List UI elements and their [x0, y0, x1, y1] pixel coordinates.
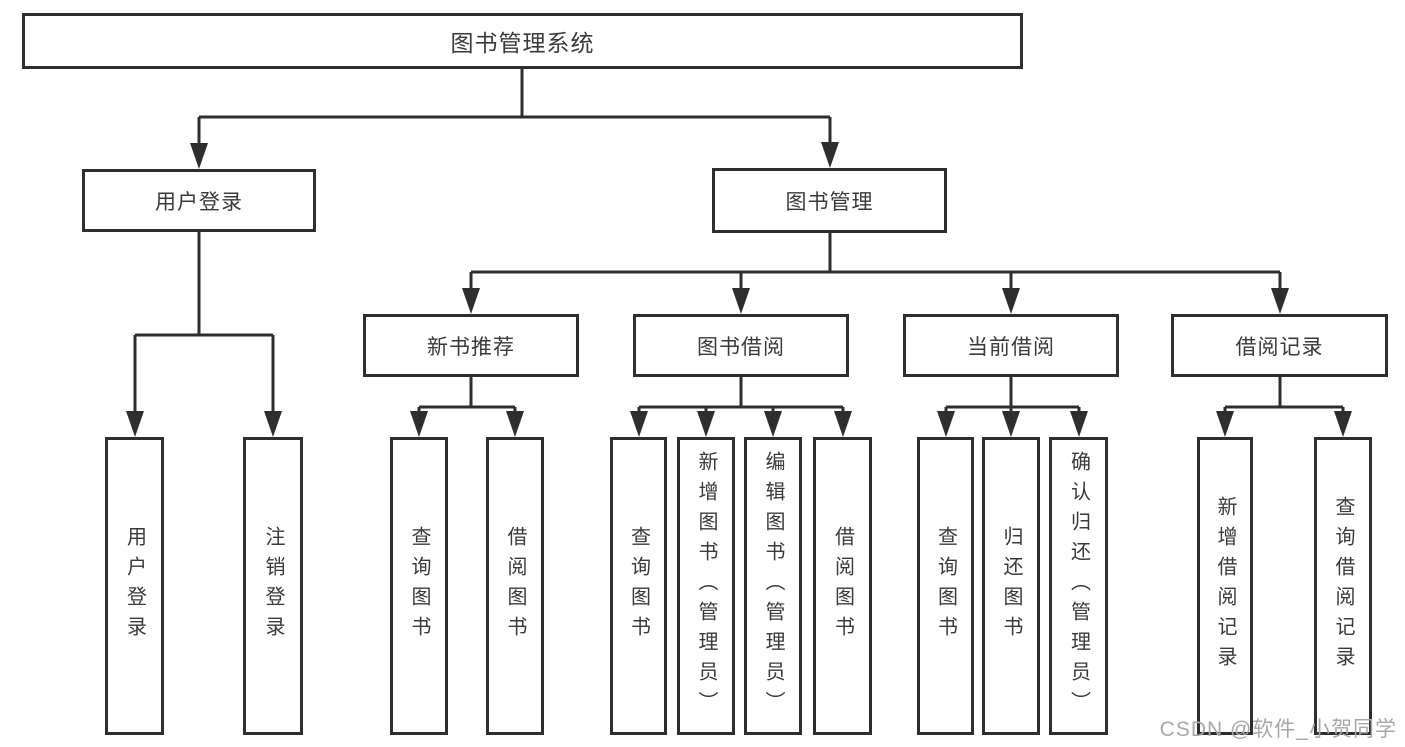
- node-new-book-recommend: 新书推荐: [363, 314, 579, 377]
- node-edit-book-admin: 编辑图书（管理员）: [744, 437, 802, 735]
- node-user-login-action-label: 用户登录: [123, 526, 146, 646]
- node-root-label: 图书管理系统: [450, 30, 595, 56]
- node-borrow-book: 借阅图书: [813, 437, 872, 735]
- node-user-login: 用户登录: [82, 169, 316, 232]
- node-new-book-recommend-label: 新书推荐: [427, 335, 515, 359]
- node-borrow-records-label: 借阅记录: [1235, 335, 1324, 359]
- node-return-book: 归还图书: [982, 437, 1040, 735]
- node-borrow-book-recommend-label: 借阅图书: [504, 526, 526, 646]
- node-confirm-return-admin: 确认归还（管理员）: [1049, 437, 1108, 735]
- node-borrow-book-recommend: 借阅图书: [486, 437, 544, 735]
- node-add-borrow-record-label: 新增借阅记录: [1214, 496, 1236, 676]
- node-query-book-current-label: 查询图书: [934, 526, 957, 646]
- node-book-borrow: 图书借阅: [633, 314, 849, 377]
- node-user-login-label: 用户登录: [155, 190, 243, 214]
- node-confirm-return-admin-label: 确认归还（管理员）: [1067, 451, 1090, 721]
- node-user-login-action: 用户登录: [105, 437, 164, 735]
- node-query-book-borrow: 查询图书: [610, 437, 667, 735]
- node-query-book-recommend: 查询图书: [390, 437, 448, 735]
- csdn-watermark: CSDN @软件_小贺同学: [1159, 718, 1397, 741]
- node-add-book-admin-label: 新增图书（管理员）: [695, 451, 717, 721]
- node-query-borrow-record: 查询借阅记录: [1314, 437, 1372, 735]
- node-add-borrow-record: 新增借阅记录: [1197, 437, 1253, 735]
- node-query-book-recommend-label: 查询图书: [408, 526, 430, 646]
- node-query-borrow-record-label: 查询借阅记录: [1332, 496, 1354, 676]
- node-query-book-borrow-label: 查询图书: [627, 526, 650, 646]
- node-current-borrow-label: 当前借阅: [967, 335, 1055, 359]
- node-edit-book-admin-label: 编辑图书（管理员）: [762, 451, 784, 721]
- node-borrow-book-label: 借阅图书: [831, 526, 854, 646]
- node-book-borrow-label: 图书借阅: [697, 335, 785, 359]
- node-query-book-current: 查询图书: [917, 437, 974, 735]
- node-return-book-label: 归还图书: [1000, 526, 1022, 646]
- node-logout-action: 注销登录: [243, 437, 303, 735]
- node-add-book-admin: 新增图书（管理员）: [677, 437, 735, 735]
- node-current-borrow: 当前借阅: [903, 314, 1119, 377]
- node-borrow-records: 借阅记录: [1171, 314, 1388, 377]
- node-logout-action-label: 注销登录: [262, 526, 284, 646]
- node-root-system: 图书管理系统: [22, 13, 1023, 69]
- node-book-management: 图书管理: [712, 168, 947, 233]
- node-book-management-label: 图书管理: [785, 190, 874, 214]
